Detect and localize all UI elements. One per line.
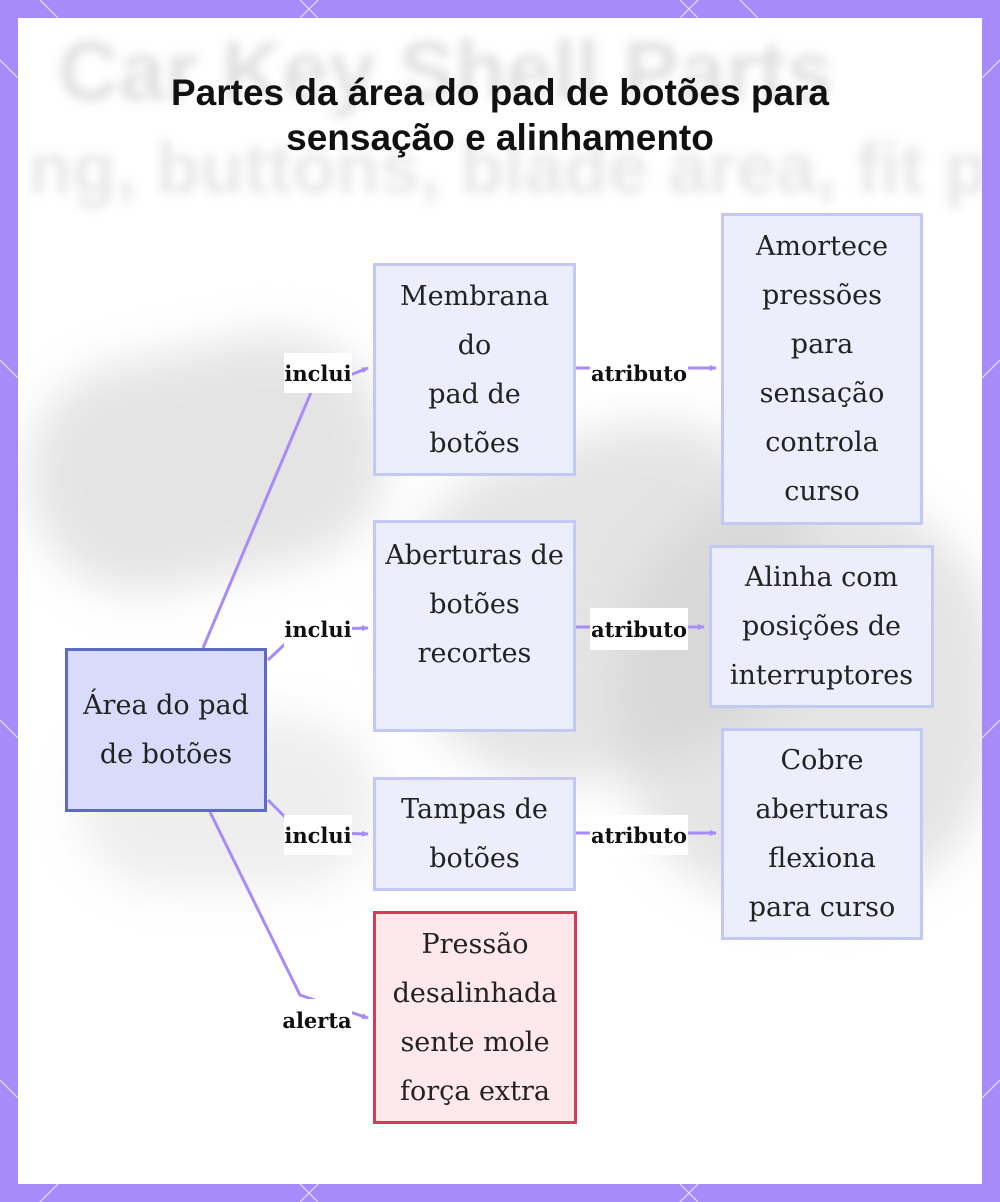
- node-line: para: [790, 329, 854, 360]
- node-cobre: Cobre aberturas flexiona para curso: [721, 728, 923, 940]
- node-line: sensação: [759, 378, 885, 409]
- node-pressao-alerta: Pressão desalinhada sente mole força ext…: [373, 911, 577, 1124]
- background-blurred-subheading: ng, buttons, blade area, fit p: [28, 129, 982, 209]
- background-blurred-heading: Car Key Shell Parts: [58, 24, 834, 118]
- node-line: botões: [429, 427, 520, 459]
- node-line: recortes: [417, 638, 532, 669]
- node-line: pad de: [428, 378, 521, 410]
- node-line: sente mole: [400, 1026, 550, 1058]
- node-alinha: Alinha com posições de interruptores: [709, 545, 934, 708]
- node-line: Cobre: [780, 745, 864, 776]
- node-line: pressões: [762, 280, 882, 311]
- node-line: força extra: [399, 1075, 551, 1107]
- node-line: do: [457, 329, 492, 361]
- edge-label-alerta: alerta: [282, 999, 352, 1041]
- node-line: desalinhada: [392, 977, 558, 1009]
- node-line: Área do pad: [83, 690, 249, 721]
- edge-label-atributo: atributo: [590, 353, 688, 393]
- edge-root-membrana: [201, 366, 369, 649]
- node-line: aberturas: [755, 794, 889, 825]
- node-line: Membrana: [399, 280, 549, 312]
- node-line: botões: [429, 843, 520, 874]
- node-line: de botões: [99, 739, 233, 770]
- page-title: Partes da área do pad de botões para sen…: [0, 70, 1000, 160]
- node-line: botões: [429, 589, 520, 620]
- title-line-2: sensação e alinhamento: [286, 117, 714, 158]
- node-line: Tampas de: [401, 794, 548, 825]
- node-aberturas: Aberturas de botões recortes: [373, 520, 576, 732]
- node-line: Pressão: [421, 928, 529, 960]
- edge-label-inclui: inclui: [284, 353, 352, 393]
- node-line: posições de: [741, 611, 902, 642]
- edge-label-inclui: inclui: [284, 815, 352, 855]
- title-line-1: Partes da área do pad de botões para: [171, 72, 829, 113]
- node-tampas: Tampas de botões: [373, 777, 576, 891]
- node-line: controla: [765, 427, 879, 458]
- edge-label-inclui: inclui: [284, 608, 352, 650]
- node-line: para curso: [748, 892, 896, 923]
- edge-label-atributo: atributo: [590, 815, 688, 855]
- node-line: Alinha com: [744, 562, 899, 593]
- node-amortece: Amortece pressões para sensação controla…: [721, 213, 923, 525]
- node-line: Amortece: [755, 231, 889, 262]
- node-area-pad-botoes: Área do pad de botões: [65, 648, 267, 812]
- node-line: Aberturas de: [385, 540, 564, 571]
- node-membrana: Membrana do pad de botões: [373, 263, 576, 476]
- node-line: flexiona: [768, 843, 876, 874]
- node-line: interruptores: [729, 660, 914, 691]
- edge-label-atributo: atributo: [590, 608, 688, 650]
- node-line: curso: [784, 476, 860, 507]
